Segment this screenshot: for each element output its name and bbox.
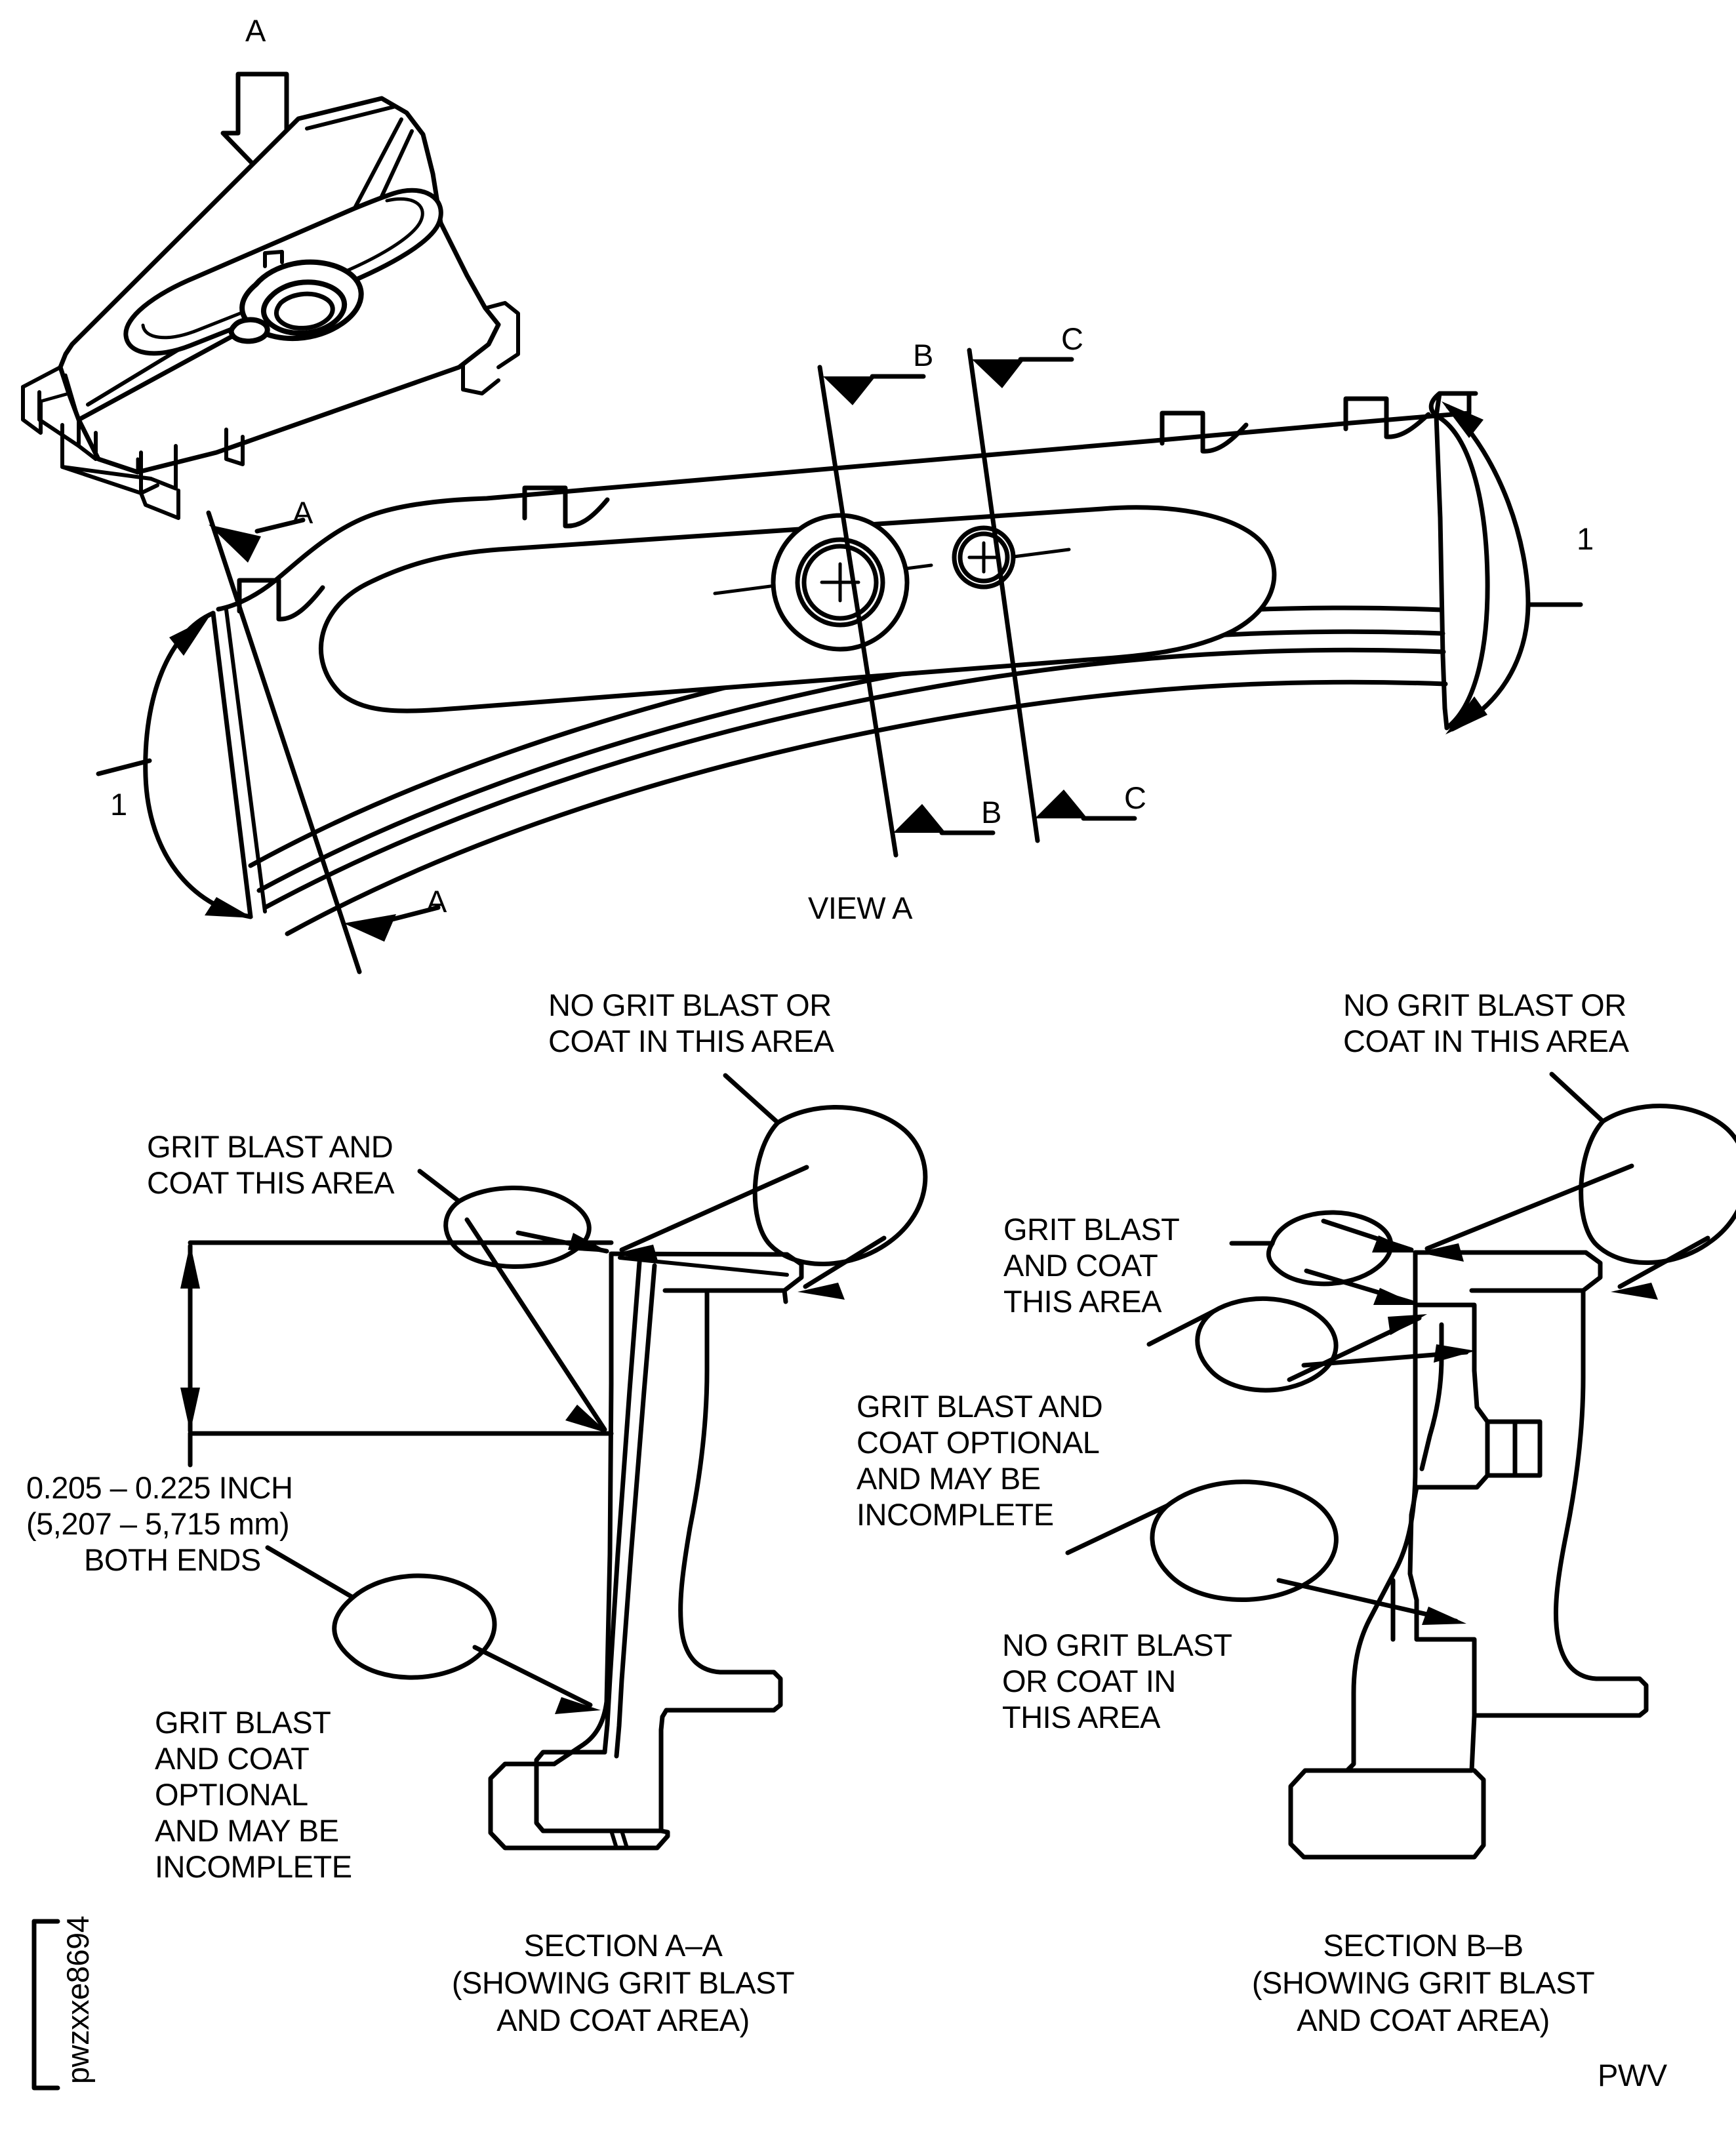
label-optional-aa-line5: INCOMPLETE bbox=[155, 1849, 352, 1884]
section-bb-profile bbox=[1065, 1072, 1736, 1860]
label-grit-blast-coat-aa-line1: GRIT BLAST AND bbox=[147, 1129, 394, 1164]
section-mark-c-top: C bbox=[1061, 321, 1083, 356]
label-optional-bb-line2: COAT OPTIONAL bbox=[857, 1425, 1100, 1460]
label-optional-aa-line3: OPTIONAL bbox=[155, 1777, 308, 1812]
small-hole bbox=[952, 525, 1016, 590]
code-corner-bracket bbox=[31, 1919, 60, 2091]
section-aa-caption-line3: AND COAT AREA) bbox=[496, 2003, 750, 2037]
label-grit-blast-coat-bb-line2: AND COAT bbox=[1003, 1248, 1158, 1283]
section-line-a bbox=[206, 510, 441, 974]
label-grit-blast-coat-bb-line1: GRIT BLAST bbox=[1003, 1212, 1180, 1247]
section-line-c bbox=[967, 348, 1137, 843]
view-a-caption: VIEW A bbox=[808, 891, 912, 925]
section-mark-a-bottom: A bbox=[426, 884, 447, 919]
section-bb-caption-line2: (SHOWING GRIT BLAST bbox=[1251, 1965, 1595, 2000]
leader-no-grit-bb-bottom bbox=[1065, 1479, 1466, 1625]
label-grit-blast-coat-aa-line2: COAT THIS AREA bbox=[147, 1165, 394, 1200]
label-no-grit-blast-bb-bottom-line1: NO GRIT BLAST bbox=[1002, 1628, 1232, 1662]
isometric-part-view bbox=[21, 71, 520, 520]
section-bb-caption-line3: AND COAT AREA) bbox=[1297, 2003, 1550, 2037]
section-mark-a-top: A bbox=[293, 495, 313, 530]
leader-optional-aa bbox=[265, 1545, 601, 1714]
label-optional-bb-line4: INCOMPLETE bbox=[857, 1497, 1054, 1532]
leader-grit-blast-coat-bb bbox=[1229, 1210, 1418, 1305]
section-aa-caption-line1: SECTION A–A bbox=[523, 1928, 723, 1963]
leader-optional-bb bbox=[1146, 1296, 1476, 1393]
leader-no-grit-aa bbox=[614, 1073, 928, 1300]
label-optional-aa-line2: AND COAT bbox=[155, 1741, 310, 1776]
label-no-grit-blast-aa-line1: NO GRIT BLAST OR bbox=[548, 988, 832, 1022]
sheet-code-corner: PWV bbox=[1598, 2058, 1667, 2093]
dimension-text-line2: (5,207 – 5,715 mm) bbox=[26, 1506, 290, 1541]
counterbore-boss bbox=[239, 250, 364, 342]
section-aa-caption-line2: (SHOWING GRIT BLAST bbox=[451, 1965, 795, 2000]
label-no-grit-blast-aa-line2: COAT IN THIS AREA bbox=[548, 1024, 834, 1058]
label-no-grit-blast-bb-bottom-line3: THIS AREA bbox=[1002, 1700, 1161, 1734]
section-aa-profile bbox=[180, 1073, 928, 1851]
label-optional-bb-line3: AND MAY BE bbox=[857, 1461, 1041, 1496]
label-no-grit-blast-bb-top-line2: COAT IN THIS AREA bbox=[1343, 1024, 1629, 1058]
callout-1-right-leader bbox=[1442, 401, 1583, 734]
label-optional-aa-line1: GRIT BLAST bbox=[155, 1705, 331, 1740]
view-a-part bbox=[96, 348, 1583, 974]
callout-1-left: 1 bbox=[110, 787, 127, 822]
callout-1-right: 1 bbox=[1577, 521, 1594, 556]
label-no-grit-blast-bb-bottom-line2: OR COAT IN bbox=[1002, 1664, 1176, 1698]
section-bb-caption-line1: SECTION B–B bbox=[1323, 1928, 1524, 1963]
leader-no-grit-bb-top bbox=[1418, 1072, 1736, 1300]
section-mark-c-bottom: C bbox=[1124, 780, 1146, 815]
label-optional-aa-line4: AND MAY BE bbox=[155, 1813, 339, 1848]
dimension-text-line3: BOTH ENDS bbox=[84, 1542, 261, 1577]
large-hole bbox=[771, 513, 910, 652]
section-line-b bbox=[817, 365, 996, 858]
label-no-grit-blast-bb-top-line1: NO GRIT BLAST OR bbox=[1343, 988, 1626, 1022]
label-grit-blast-coat-bb-line3: THIS AREA bbox=[1003, 1284, 1162, 1319]
sheet-code-vertical: pwzxxe8694 bbox=[60, 1915, 95, 2084]
label-optional-bb-line1: GRIT BLAST AND bbox=[857, 1389, 1103, 1424]
dimension-0205-0225 bbox=[180, 1240, 614, 1468]
section-mark-b-bottom: B bbox=[981, 795, 1001, 830]
view-direction-label-a: A bbox=[245, 13, 266, 48]
callout-1-left-leader bbox=[96, 618, 253, 918]
dimension-text-line1: 0.205 – 0.225 INCH bbox=[26, 1470, 293, 1505]
leader-grit-blast-coat-aa bbox=[417, 1169, 610, 1433]
section-mark-b-top: B bbox=[913, 338, 933, 372]
